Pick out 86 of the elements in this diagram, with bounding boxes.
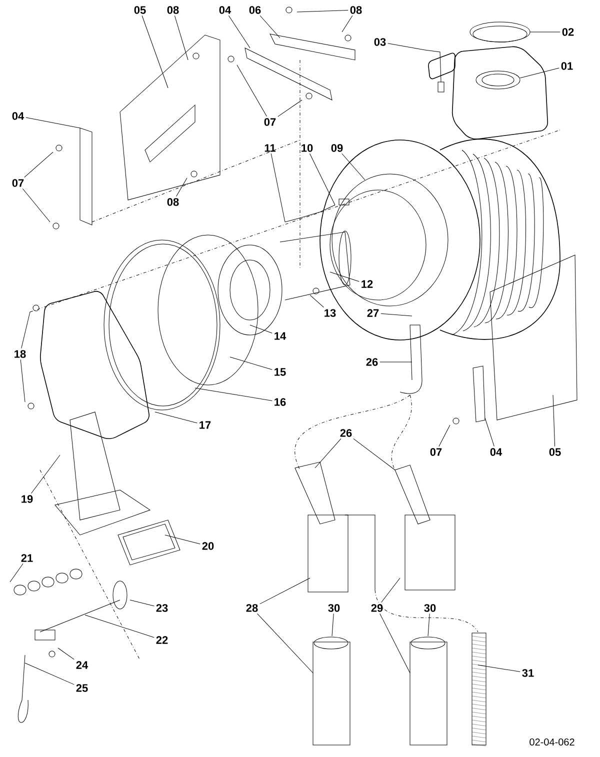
callout-number: 27 (367, 309, 379, 317)
leader-line (296, 10, 348, 12)
callout-number: 07 (12, 179, 24, 187)
leader-line (130, 600, 154, 606)
callout-number: 23 (156, 604, 168, 612)
leader-line (388, 43, 426, 50)
leader-line (24, 152, 54, 178)
callout-number: 28 (246, 604, 258, 612)
callout-number: 20 (202, 542, 214, 550)
leader-line (230, 356, 272, 370)
leader-line (260, 15, 280, 38)
leader-line (270, 153, 286, 222)
callout-number: 13 (324, 309, 336, 317)
leader-line (478, 664, 520, 672)
leader-line (30, 454, 60, 494)
callout-number: 09 (331, 144, 343, 152)
leader-line (342, 153, 366, 180)
leader-line (330, 272, 360, 282)
leader-line (332, 613, 334, 636)
callout-number: 24 (76, 661, 88, 669)
callout-number: 06 (249, 6, 261, 14)
callout-number: 04 (12, 112, 24, 120)
callout-number: 19 (22, 495, 33, 503)
leader-line (257, 613, 314, 674)
leader-line (142, 15, 168, 88)
leader-line (552, 394, 556, 447)
leader-line (520, 68, 560, 78)
leader-line (154, 412, 198, 424)
leader-line (380, 313, 412, 316)
callout-number: 26 (366, 358, 378, 366)
callout-number: 05 (134, 6, 146, 14)
leader-line (21, 312, 30, 349)
leader-line (310, 294, 324, 308)
callout-number: 25 (76, 684, 88, 692)
callout-number: 11 (264, 144, 276, 152)
callout-number: 21 (21, 554, 33, 562)
callout-number: 26 (340, 429, 352, 437)
callout-number: 14 (274, 332, 286, 340)
leader-line (10, 563, 24, 582)
callout-number: 30 (328, 604, 340, 612)
leader-line (250, 324, 272, 334)
leader-line (194, 388, 272, 401)
callout-number: 05 (549, 448, 561, 456)
callout-number: 08 (167, 6, 179, 14)
leader-line (84, 614, 154, 638)
leader-line (236, 64, 267, 117)
callout-number: 07 (264, 118, 276, 126)
callout-number: 08 (167, 198, 179, 206)
callout-number: 02 (562, 28, 574, 36)
callout-number: 04 (490, 448, 502, 456)
callout-number: 17 (200, 421, 211, 429)
leader-line (314, 438, 342, 468)
callout-number: 07 (430, 448, 442, 456)
leader-line (310, 153, 336, 206)
leader-line (438, 424, 450, 447)
leader-line (381, 578, 400, 603)
leader-line (428, 613, 430, 636)
leader-line (176, 178, 188, 197)
callout-number: 18 (14, 350, 26, 358)
leader-line (380, 613, 410, 674)
leader-line (228, 15, 250, 48)
callout-number: 29 (371, 604, 383, 612)
leader-line (342, 15, 353, 32)
callout-number: 31 (522, 669, 534, 677)
callout-number: 15 (274, 368, 286, 376)
leader-line (484, 418, 494, 447)
callout-number: 22 (156, 636, 168, 644)
leader-line (24, 662, 74, 685)
callout-number: 04 (219, 6, 232, 14)
leader-line (353, 438, 396, 470)
leader-line (22, 188, 50, 222)
leader-line (164, 534, 200, 544)
callout-number: 10 (302, 144, 313, 152)
leader-line (26, 117, 80, 128)
drawing-number: 02-04-062 (530, 738, 574, 746)
callout-number: 12 (362, 280, 373, 288)
leader-line (260, 578, 310, 604)
leader-line (174, 15, 188, 60)
callout-number: 01 (561, 62, 573, 70)
callout-number: 30 (424, 604, 436, 612)
callout-number: 16 (274, 398, 286, 406)
leader-line (20, 359, 26, 402)
leader-line (58, 648, 74, 660)
callout-number: 03 (374, 38, 386, 46)
leader-line (278, 100, 302, 117)
callout-number: 08 (350, 6, 362, 14)
